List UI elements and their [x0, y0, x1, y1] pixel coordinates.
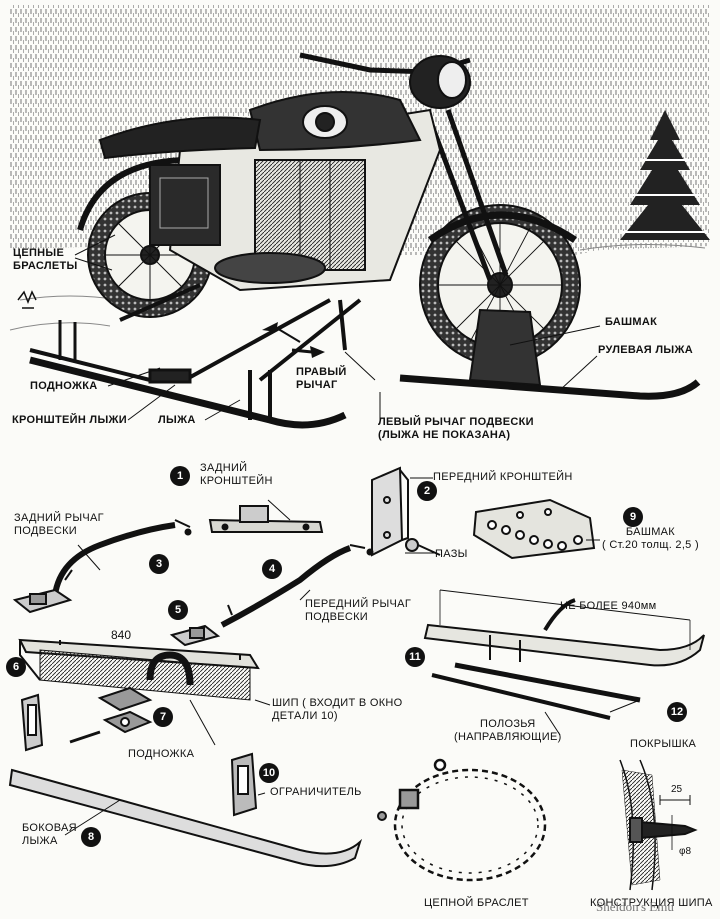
dimension-840: 840	[108, 628, 135, 642]
label-shoe: БАШМАК	[605, 316, 658, 328]
clamp-top	[97, 686, 153, 712]
side-ski-part	[8, 768, 363, 868]
arrows	[262, 322, 325, 358]
part-number-8: 8	[81, 827, 101, 847]
label-footrest-part: ПОДНОЖКА	[128, 748, 195, 760]
label-left-lever: ЛЕВЫЙ РЫЧАГ ПОДВЕСКИ (ЛЫЖА НЕ ПОКАЗАНА)	[378, 416, 534, 441]
label-right-lever: ПРАВЫЙ РЫЧАГ	[296, 366, 347, 391]
rear-ski-assembly	[29, 283, 362, 429]
front-steering-ski	[399, 308, 701, 400]
label-spike-construction: КОНСТРУКЦИЯ ШИПА	[590, 897, 713, 909]
long-ski-part	[423, 623, 705, 667]
part-number-6: 6	[6, 657, 26, 677]
label-shoe-spec: БАШМАК ( Ст.20 толщ. 2,5 )	[602, 526, 699, 551]
motorcycle	[77, 52, 581, 366]
engine	[254, 159, 366, 271]
label-rear-lever: ЗАДНИЙ РЫЧАГ ПОДВЕСКИ	[14, 512, 104, 537]
footrest-bar	[18, 638, 260, 670]
label-tire: ПОКРЫШКА	[630, 738, 697, 750]
label-steering-ski: РУЛЕВАЯ ЛЫЖА	[598, 344, 693, 356]
front-lever	[220, 545, 352, 628]
label-runners: ПОЛОЗЬЯ (НАПРАВЛЯЮЩИЕ)	[454, 718, 562, 743]
part-number-5: 5	[168, 600, 188, 620]
part-number-7: 7	[153, 707, 173, 727]
label-front-lever: ПЕРЕДНИЙ РЫЧАГ ПОДВЕСКИ	[305, 598, 412, 623]
label-ski-bracket: КРОНШТЕЙН ЛЫЖИ	[12, 414, 127, 426]
parts-drawings	[8, 466, 705, 891]
ski-shoe	[468, 308, 542, 387]
part-number-4: 4	[262, 559, 282, 579]
part-number-9: 9	[623, 507, 643, 527]
leader-lines-parts	[64, 477, 641, 836]
fir-tree	[620, 110, 710, 240]
label-ski: ЛЫЖА	[158, 414, 196, 426]
label-chain-bracelet: ЦЕПНОЙ БРАСЛЕТ	[424, 897, 529, 909]
label-chain-bracelets: ЦЕПНЫЕ БРАСЛЕТЫ	[13, 247, 78, 272]
dimension-8: φ8	[676, 846, 695, 857]
part-number-10: 10	[259, 763, 279, 783]
part-number-12: 12	[667, 702, 687, 722]
label-footrest-top: ПОДНОЖКА	[30, 380, 98, 392]
part-number-3: 3	[149, 554, 169, 574]
rear-bracket	[208, 518, 324, 533]
seat	[98, 116, 262, 160]
rear-lever	[52, 522, 176, 596]
label-spike: ШИП ( ВХОДИТ В ОКНО ДЕТАЛИ 10)	[272, 697, 403, 722]
watermark: Sheldon's Emu	[596, 899, 674, 914]
part-number-1: 1	[170, 466, 190, 486]
runner-2	[431, 673, 611, 720]
dimension-25: 25	[668, 784, 686, 795]
front-bracket	[371, 466, 404, 557]
spike-construction-part	[619, 759, 698, 891]
part-number-11: 11	[405, 647, 425, 667]
label-side-ski: БОКОВАЯ ЛЫЖА	[22, 822, 77, 847]
artist-signature	[17, 290, 37, 309]
chain-bracelet-part	[393, 758, 547, 882]
leader-lines-top	[74, 234, 601, 421]
label-max-length: НЕ БОЛЕЕ 940мм	[560, 600, 657, 612]
runner-1	[454, 662, 641, 703]
label-rear-bracket: ЗАДНИЙ КРОНШТЕЙН	[200, 462, 273, 487]
label-slots: ПАЗЫ	[435, 548, 468, 560]
part-number-2: 2	[417, 481, 437, 501]
label-front-bracket: ПЕРЕДНИЙ КРОНШТЕЙН	[433, 471, 573, 483]
label-limiter: ОГРАНИЧИТЕЛЬ	[270, 786, 362, 798]
